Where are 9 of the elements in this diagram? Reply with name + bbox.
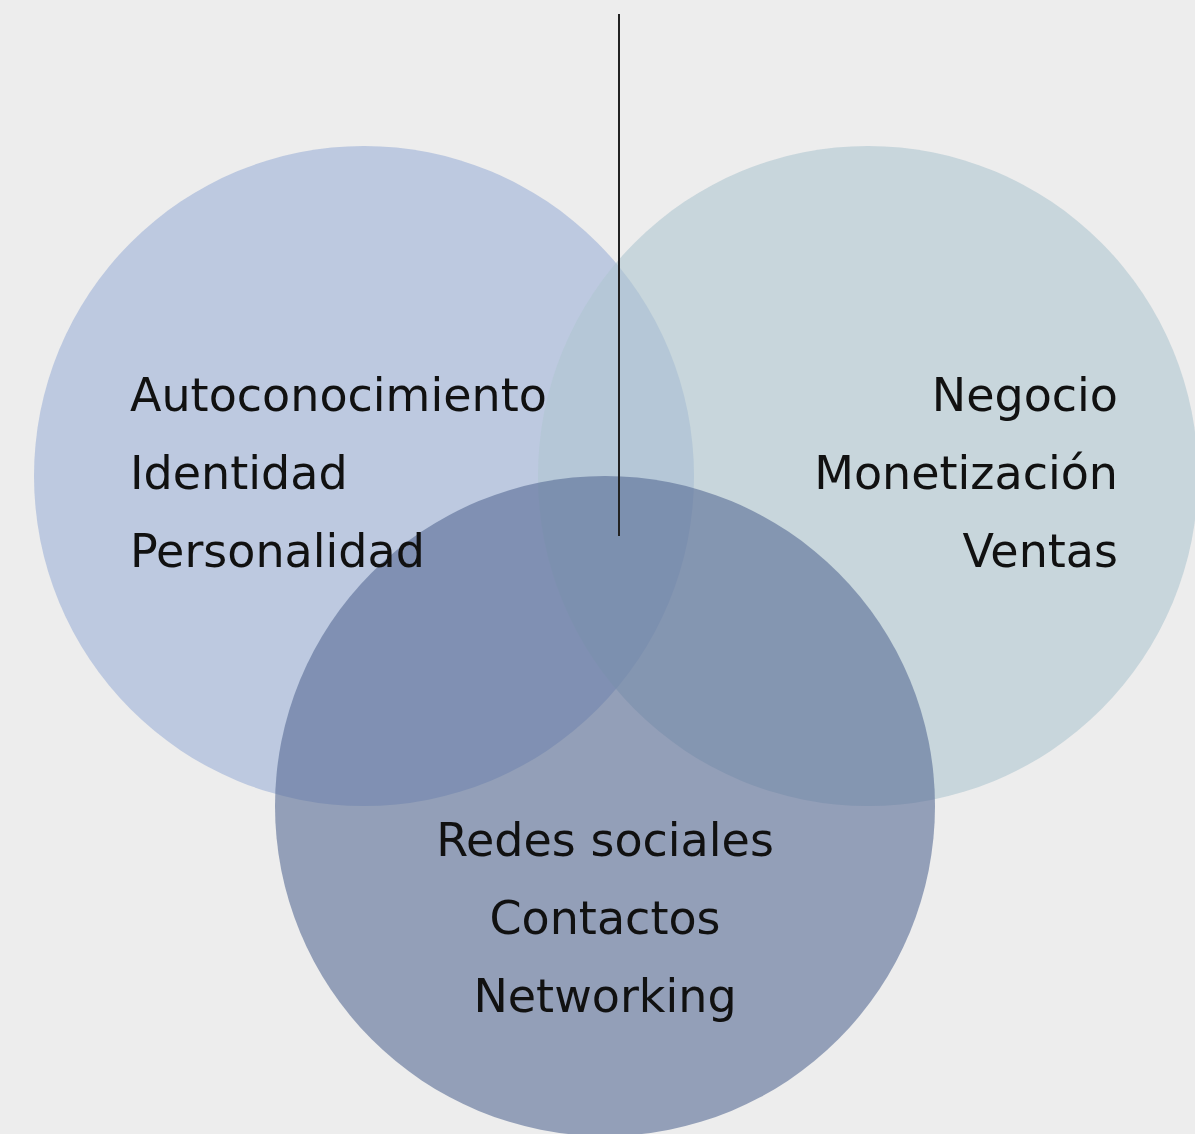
circle-label: Ventas [961, 523, 1118, 580]
circle-label: Networking [472, 968, 738, 1025]
circle-label: Contactos [488, 890, 722, 947]
circle-label: Autoconocimiento [130, 367, 547, 424]
circle-label: Personalidad [130, 523, 426, 580]
circle-label: Monetización [814, 445, 1118, 502]
circle-label: Redes sociales [435, 812, 775, 869]
circle-label: Negocio [930, 367, 1118, 424]
circle-label: Identidad [130, 445, 349, 502]
